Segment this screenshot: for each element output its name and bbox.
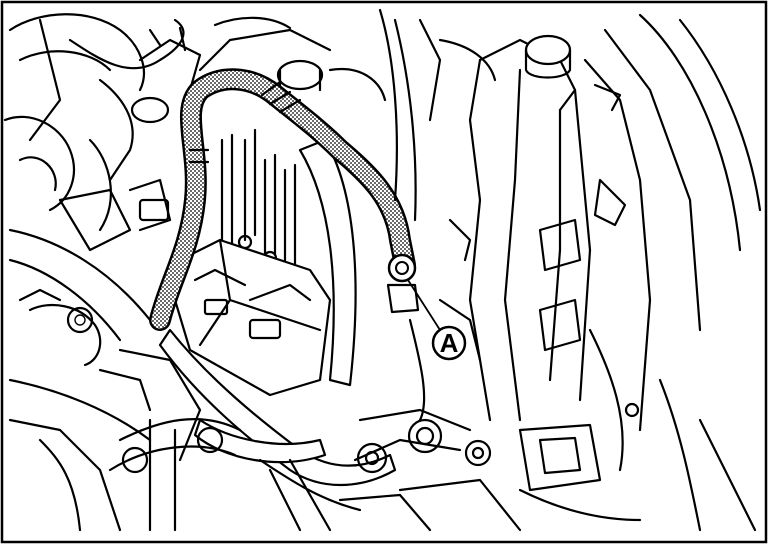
central-hoses — [108, 138, 397, 532]
right-body-structure — [353, 8, 762, 532]
highlighted-brake-hose — [149, 68, 416, 331]
hose-clamp-bolt — [386, 253, 420, 314]
lower-fittings — [338, 418, 522, 532]
callout-a: A — [407, 279, 467, 361]
callout-a-leader-line — [407, 279, 441, 331]
callout-a-label: A — [440, 328, 459, 358]
callout-a-circle — [431, 325, 467, 361]
left-engine-components — [3, 13, 387, 532]
abs-actuator-unit — [173, 238, 332, 397]
